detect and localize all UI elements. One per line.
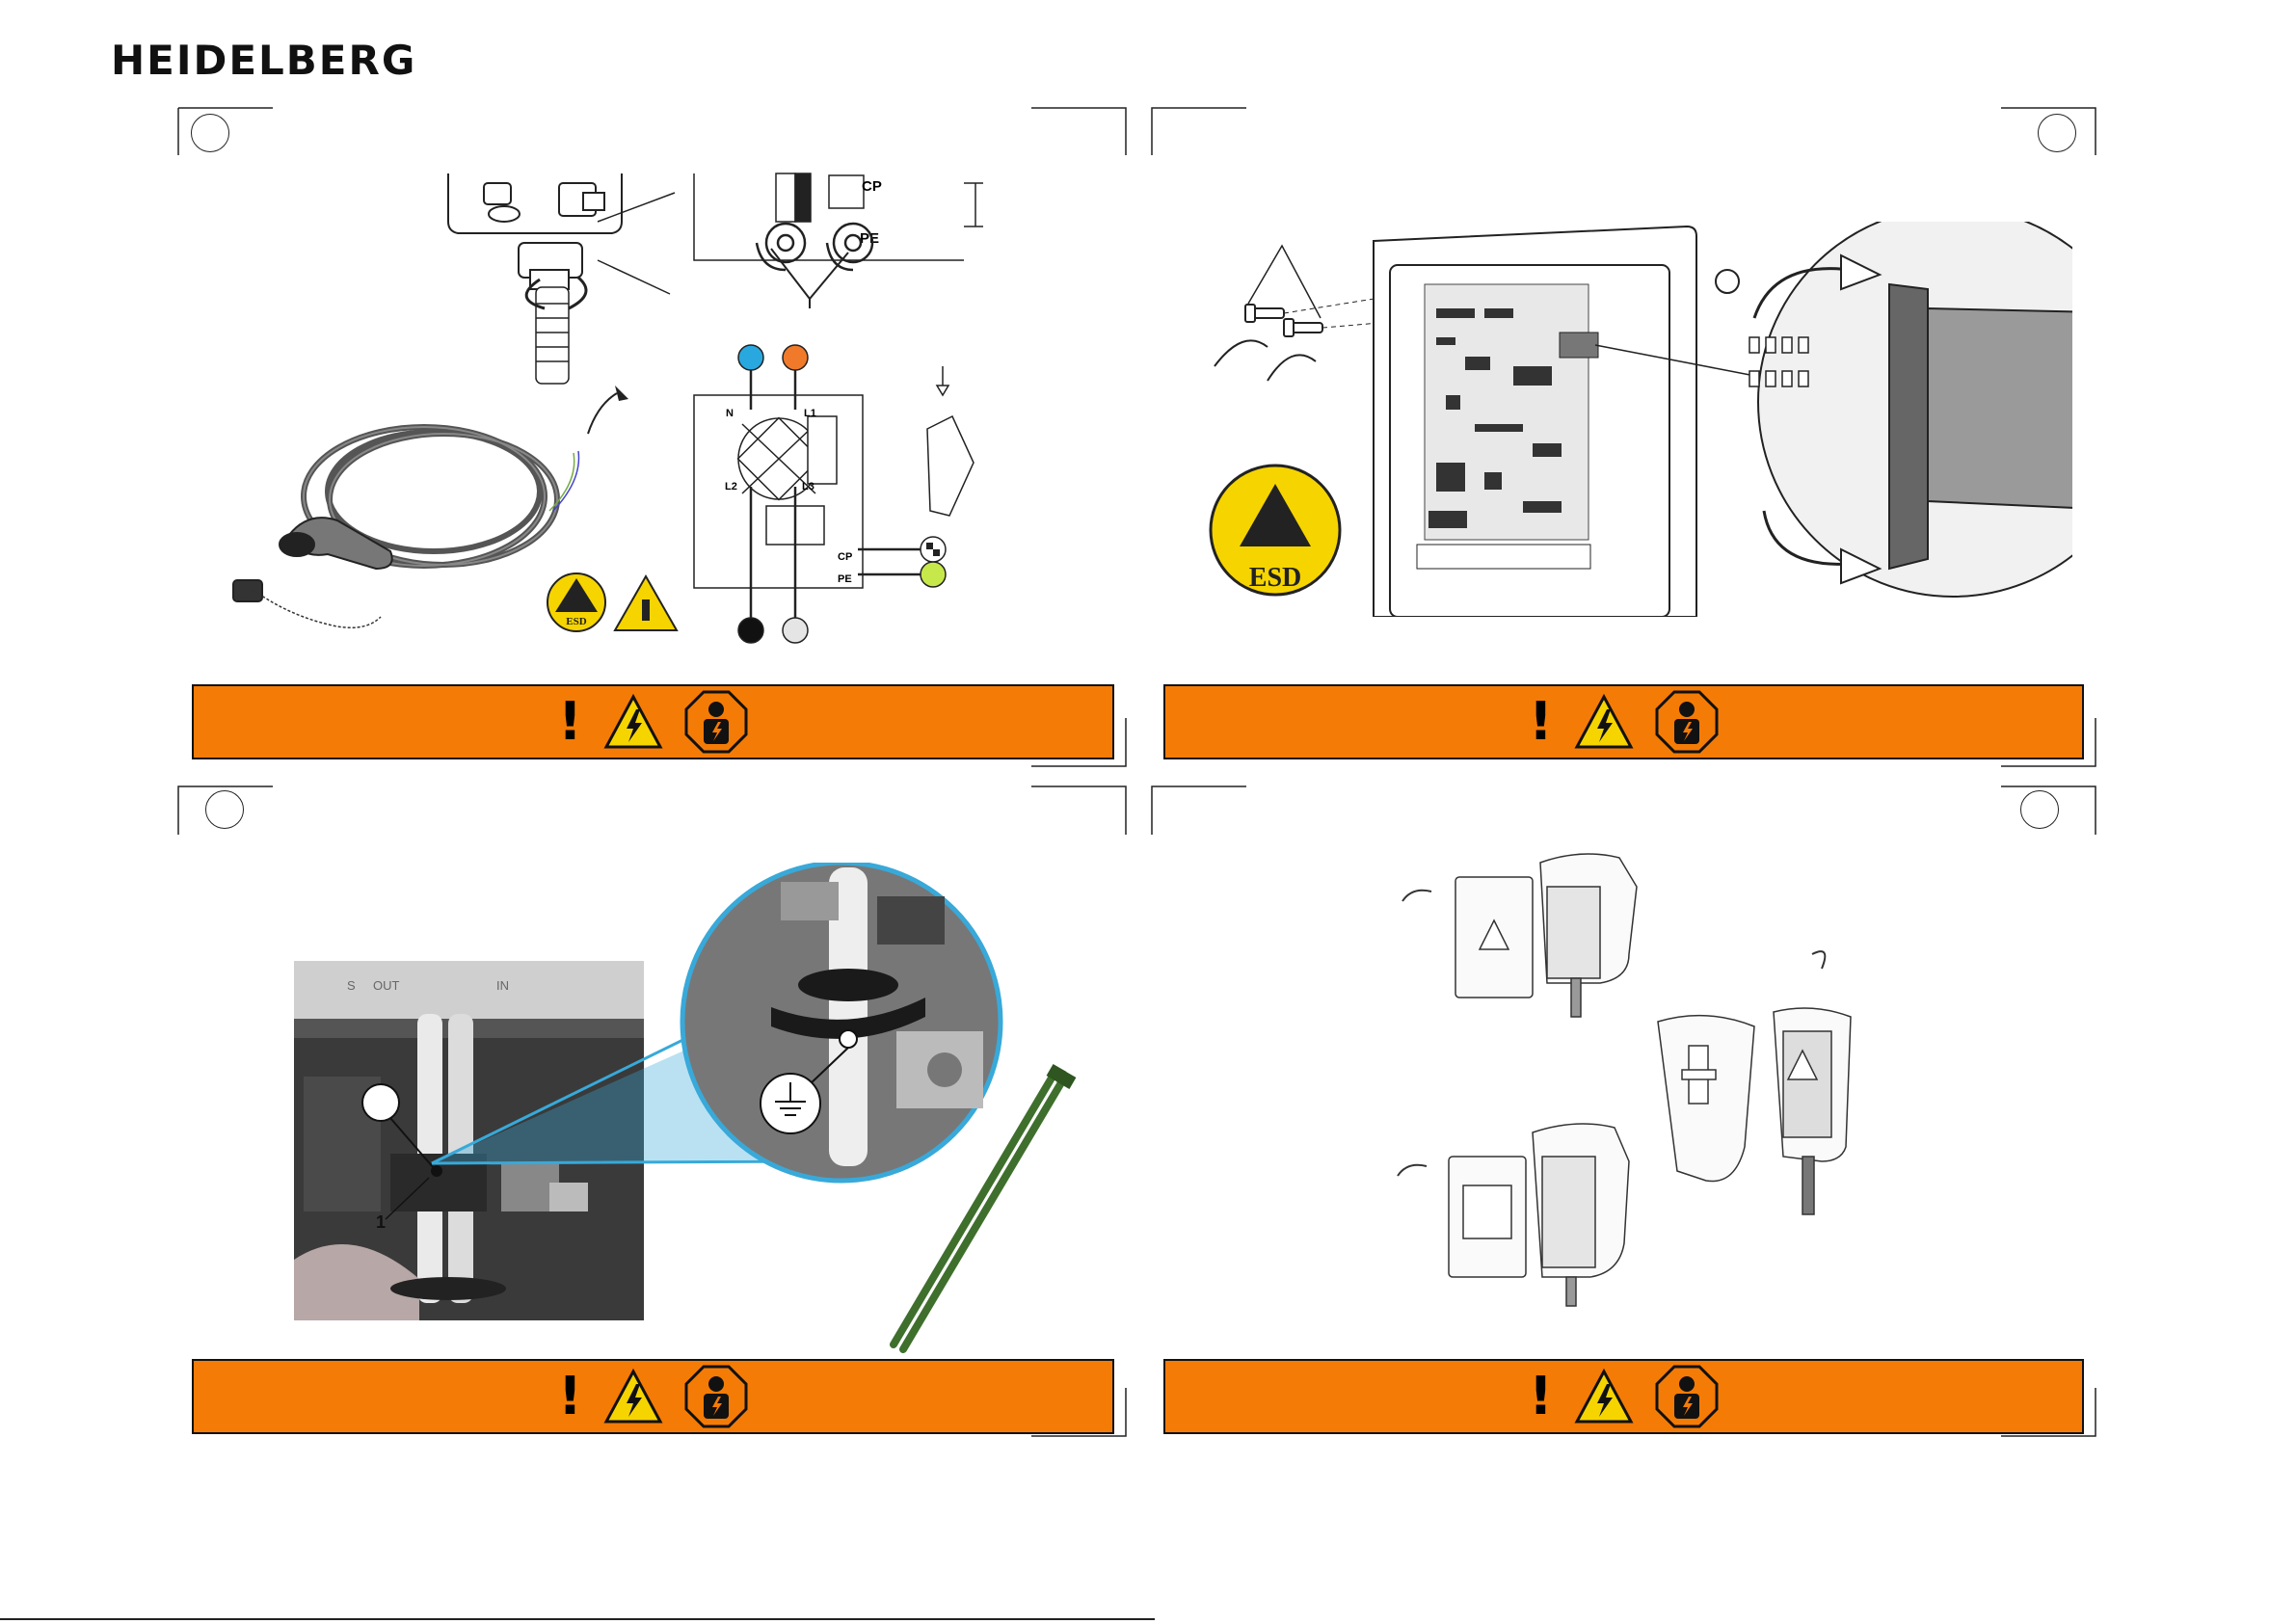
warning-bar-4: !: [1163, 1359, 2084, 1434]
label-cp-small: CP: [838, 551, 852, 563]
panel-3-zoom: [424, 863, 1099, 1364]
wire-black-marker: [738, 618, 763, 643]
label-l2: L2: [725, 481, 737, 493]
step-circle-2: [2038, 114, 2076, 152]
label-l1: L1: [804, 408, 816, 419]
label-n: N: [726, 408, 734, 419]
wire-green-yellow-marker: [921, 562, 946, 587]
step-circle-4: [2020, 790, 2059, 829]
electric-hazard-icon: [603, 1369, 663, 1424]
qualified-electrician-icon: [684, 690, 748, 754]
callout-circle: [362, 1084, 399, 1121]
qualified-electrician-icon: [1655, 690, 1719, 754]
qualified-electrician-icon: [684, 1365, 748, 1428]
label-pe-small: PE: [838, 573, 852, 585]
electric-hazard-icon: [1574, 694, 1634, 750]
label-out: OUT: [373, 978, 400, 993]
label-l3: L3: [802, 481, 814, 493]
exclamation-icon: !: [558, 696, 582, 748]
exclamation-icon: !: [1529, 696, 1553, 748]
warning-bar-1: !: [192, 684, 1114, 759]
warning-bar-3: !: [192, 1359, 1114, 1434]
electric-hazard-icon: [603, 694, 663, 750]
exclamation-icon: !: [1529, 1371, 1553, 1423]
panel-4-illustration: [1388, 848, 1889, 1311]
wire-grey-marker: [783, 618, 808, 643]
warning-bar-2: !: [1163, 684, 2084, 759]
exclamation-icon: !: [558, 1371, 582, 1423]
step-circle-3: [205, 790, 244, 829]
electric-hazard-icon: [1574, 1369, 1634, 1424]
wire-orange-marker: [783, 345, 808, 370]
panel-2-illustration: ESD: [1176, 222, 2072, 617]
label-s: S: [347, 978, 356, 993]
label-cp: CP: [862, 178, 882, 195]
wire-blue-marker: [738, 345, 763, 370]
step-circle-1: [191, 114, 229, 152]
panel-1-illustration: ESD CP PE N L1 L: [231, 164, 1099, 655]
esd-label-large: ESD: [1249, 563, 1301, 593]
esd-label: ESD: [566, 616, 586, 627]
label-1: 1: [376, 1212, 386, 1232]
qualified-electrician-icon: [1655, 1365, 1719, 1428]
